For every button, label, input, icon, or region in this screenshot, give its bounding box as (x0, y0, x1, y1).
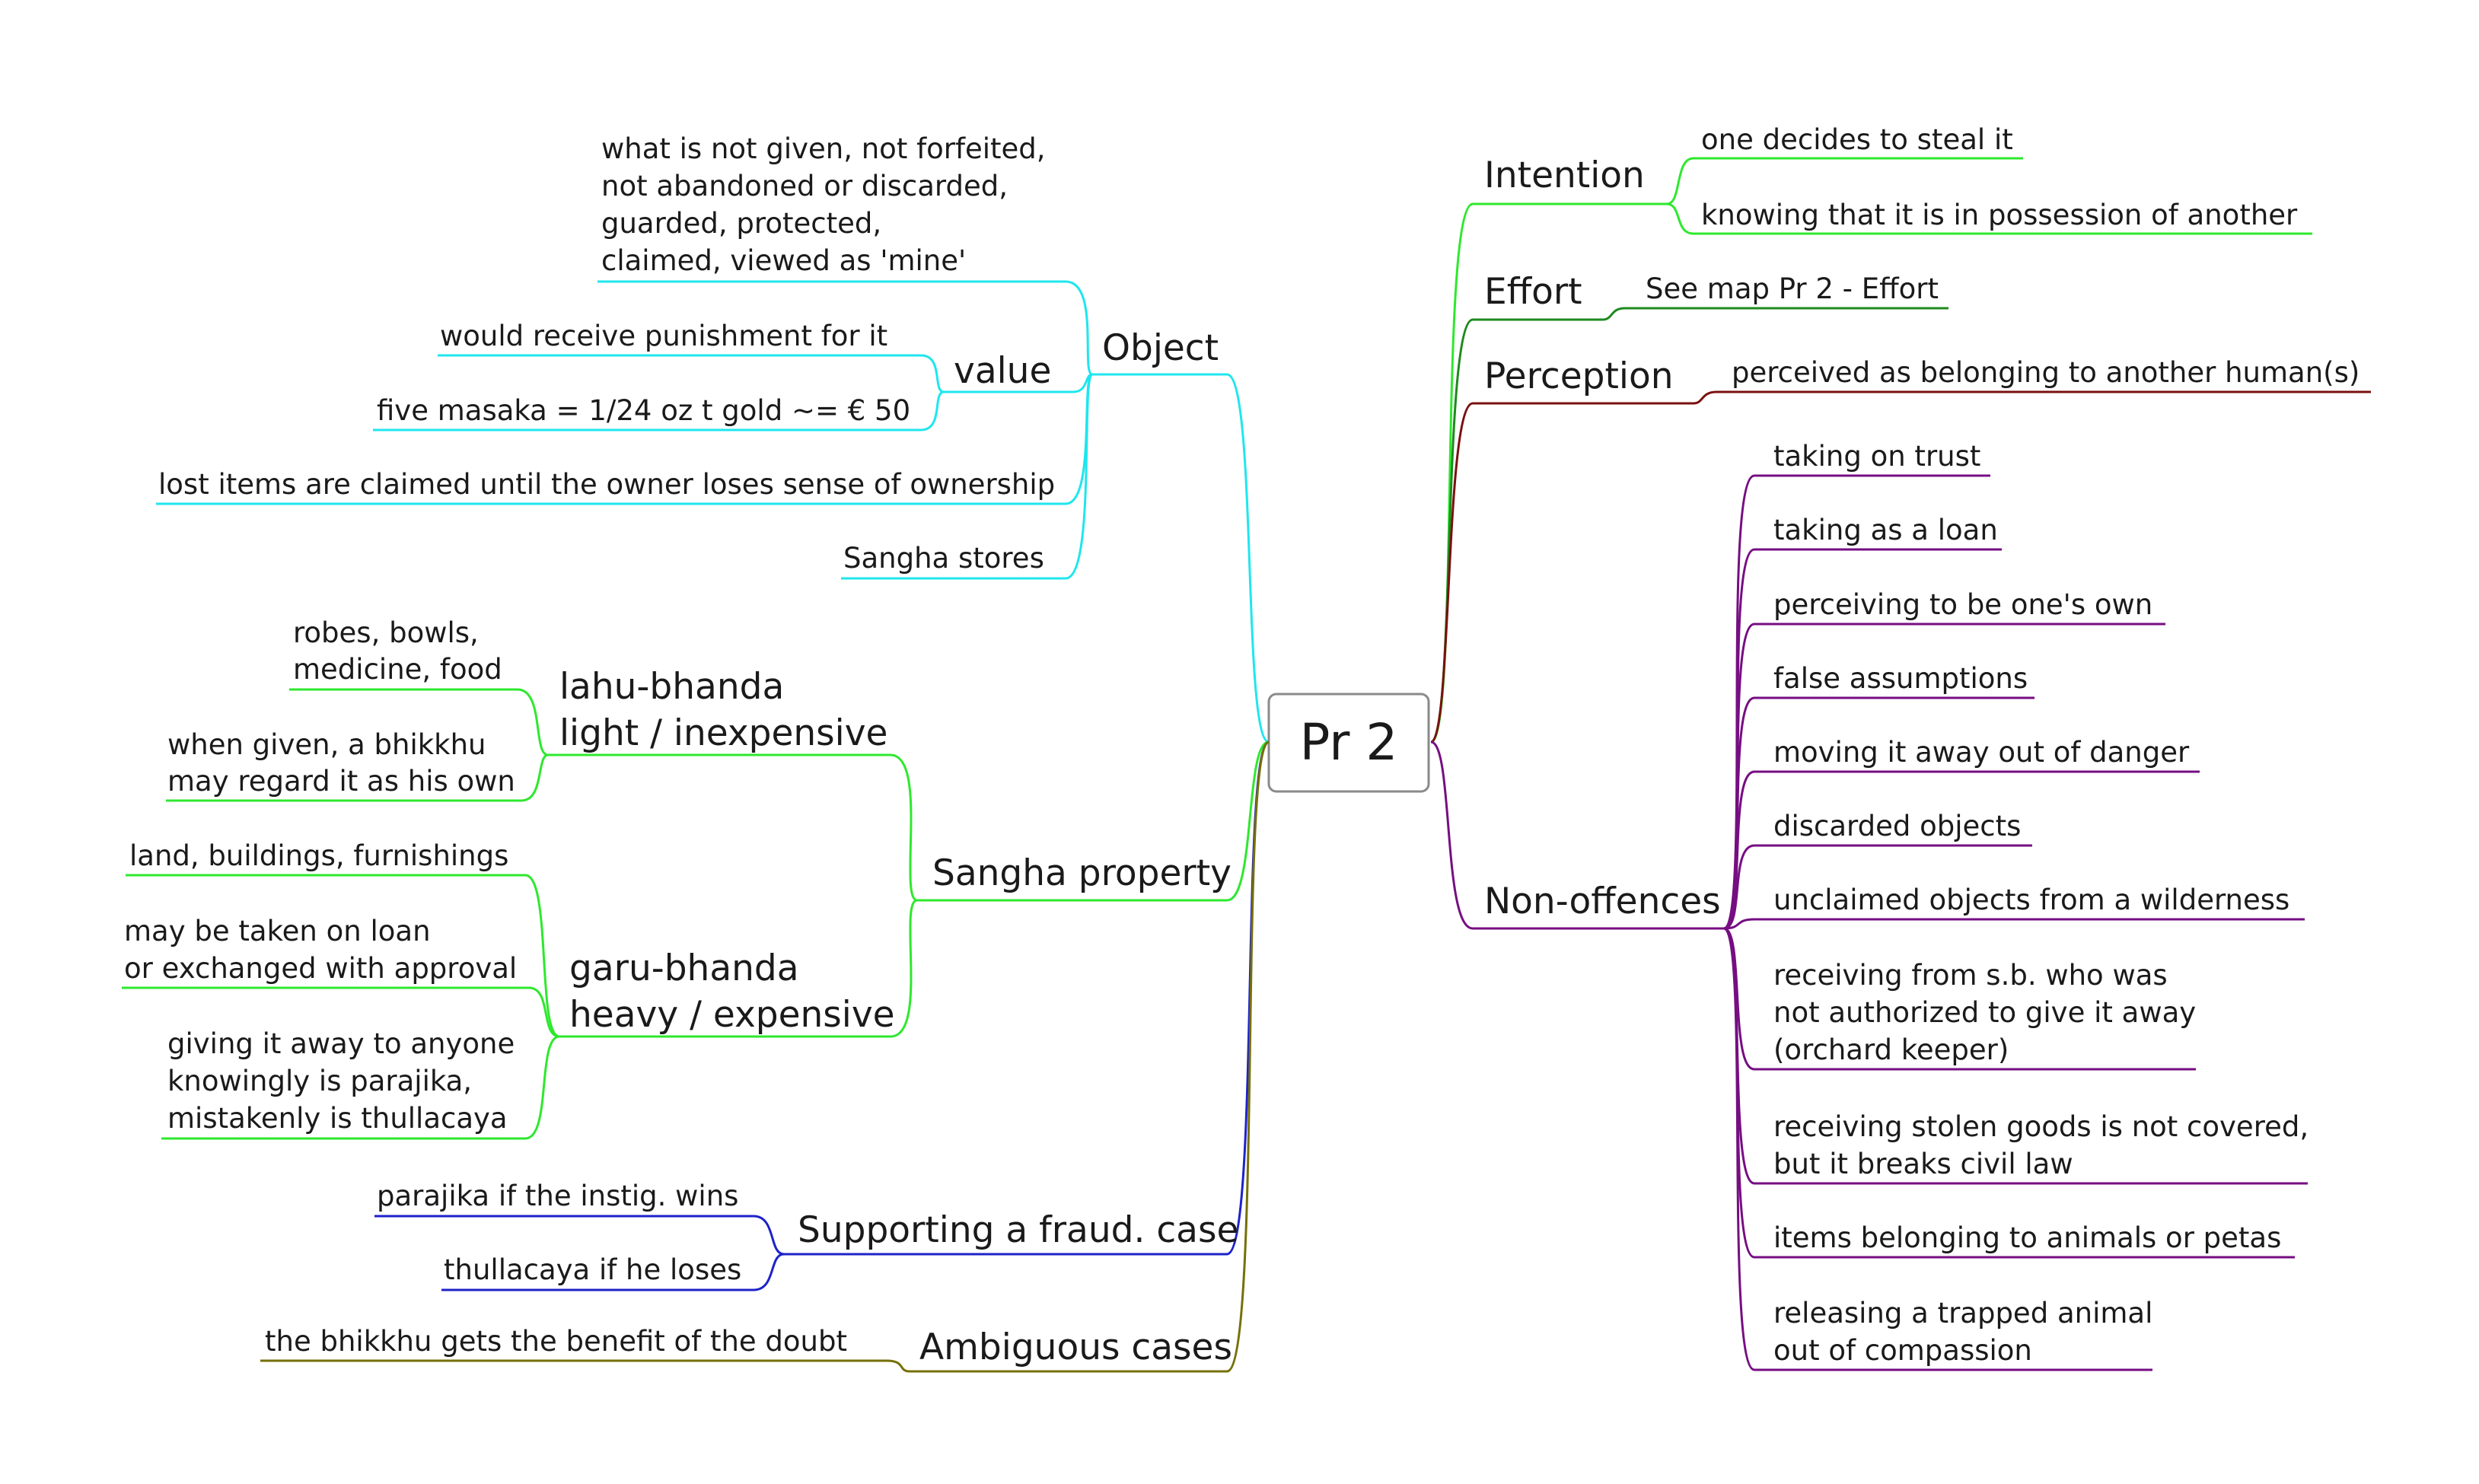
branch-ambiguous-cases-label: Ambiguous cases (919, 1326, 1232, 1368)
leaf-lahu-1[interactable]: robes, bowls, medicine, food (289, 616, 549, 756)
branch-perception-label: Perception (1484, 355, 1674, 397)
leaf-value-1[interactable]: would receive punishment for it (438, 320, 945, 393)
leaf-text: may be taken on loan (124, 915, 431, 947)
central-node[interactable]: Pr 2 (1267, 693, 1430, 793)
branch-object-label: Object (1102, 327, 1219, 369)
branch-label-line: heavy / expensive (569, 994, 895, 1036)
leaf-non-offence-3[interactable]: perceiving to be one's own (1723, 588, 2165, 930)
leaf-text: moving it away out of danger (1773, 736, 2190, 769)
leaf-text: guarded, protected, (601, 207, 881, 240)
leaf-text: lost items are claimed until the owner l… (158, 468, 1055, 501)
leaf-garu-1[interactable]: land, buildings, furnishings (126, 839, 560, 1038)
leaf-text: taking on trust (1773, 440, 1980, 473)
leaf-text: knowing that it is in possession of anot… (1701, 199, 2298, 231)
leaf-fraud-1[interactable]: parajika if the instig. wins (374, 1180, 785, 1256)
leaf-text: land, buildings, furnishings (129, 839, 508, 872)
leaf-non-offence-11[interactable]: releasing a trapped animal out of compas… (1723, 927, 2152, 1371)
leaf-text: when given, a bhikkhu (167, 728, 486, 761)
leaf-text: giving it away to anyone (167, 1027, 515, 1060)
leaf-text: taking as a loan (1773, 514, 1998, 546)
leaf-text: unclaimed objects from a wilderness (1773, 884, 2289, 916)
branch-value[interactable]: value (944, 350, 1093, 393)
leaf-text: receiving from s.b. who was (1773, 959, 2168, 992)
branch-intention[interactable]: Intention (1430, 154, 1667, 744)
leaf-text: five masaka = 1/24 oz t gold ~= € 50 (377, 394, 910, 427)
leaf-text: releasing a trapped animal (1773, 1297, 2152, 1330)
branch-sangha-property-label: Sangha property (932, 852, 1232, 894)
leaf-text: See map Pr 2 - Effort (1646, 272, 1939, 305)
leaf-text: false assumptions (1773, 662, 2028, 695)
leaf-value-2[interactable]: five masaka = 1/24 oz t gold ~= € 50 (373, 390, 945, 432)
leaf-non-offence-2[interactable]: taking as a loan (1723, 514, 2002, 930)
leaf-object-1[interactable]: what is not given, not forfeited, not ab… (597, 132, 1093, 376)
central-label: Pr 2 (1300, 713, 1398, 772)
branch-effort-label: Effort (1484, 271, 1582, 313)
branch-non-offences[interactable]: Non-offences (1430, 740, 1724, 930)
leaf-intention-1[interactable]: one decides to steal it (1666, 123, 2023, 205)
leaf-text: perceiving to be one's own (1773, 588, 2152, 621)
leaf-text: perceived as belonging to another human(… (1732, 356, 2360, 389)
leaf-text: discarded objects (1773, 810, 2021, 842)
leaf-text: not authorized to give it away (1773, 996, 2196, 1029)
leaf-text: (orchard keeper) (1773, 1033, 2009, 1066)
branch-garu-bhanda[interactable]: garu-bhanda heavy / expensive (559, 899, 918, 1038)
branch-non-offences-label: Non-offences (1484, 881, 1721, 922)
leaf-non-offence-7[interactable]: unclaimed objects from a wilderness (1723, 884, 2305, 930)
leaf-text: may regard it as his own (167, 765, 515, 798)
branch-fraud-case-label: Supporting a fraud. case (798, 1209, 1238, 1251)
branch-ambiguous-cases[interactable]: Ambiguous cases (910, 740, 1270, 1373)
leaf-intention-2[interactable]: knowing that it is in possession of anot… (1666, 199, 2312, 235)
leaf-text: medicine, food (293, 653, 502, 686)
branch-label-line: lahu-bhanda (559, 666, 784, 708)
branch-object[interactable]: Object (1092, 327, 1270, 744)
leaf-text: the bhikkhu gets the benefit of the doub… (265, 1325, 847, 1358)
leaf-text: items belonging to animals or petas (1773, 1221, 2281, 1254)
branch-label-line: light / inexpensive (559, 712, 887, 754)
leaf-text: but it breaks civil law (1773, 1148, 2073, 1180)
leaf-lahu-2[interactable]: when given, a bhikkhu may regard it as h… (166, 728, 549, 802)
leaf-text: receiving stolen goods is not covered, (1773, 1110, 2309, 1143)
leaf-fraud-2[interactable]: thullacaya if he loses (441, 1253, 785, 1291)
leaf-text: parajika if the instig. wins (377, 1180, 738, 1212)
branch-sangha-property[interactable]: Sangha property (917, 740, 1270, 902)
leaf-text: claimed, viewed as 'mine' (601, 244, 966, 277)
leaf-garu-2[interactable]: may be taken on loan or exchanged with a… (122, 915, 560, 1038)
branch-effort[interactable]: Effort (1430, 271, 1602, 744)
leaf-text: or exchanged with approval (124, 952, 517, 985)
leaf-perception-1[interactable]: perceived as belonging to another human(… (1693, 356, 2371, 405)
branch-label-line: garu-bhanda (569, 947, 799, 989)
leaf-non-offence-5[interactable]: moving it away out of danger (1723, 736, 2200, 930)
leaf-garu-3[interactable]: giving it away to anyone knowingly is pa… (161, 1027, 560, 1140)
leaf-text: mistakenly is thullacaya (167, 1102, 508, 1135)
leaf-text: thullacaya if he loses (444, 1253, 741, 1286)
leaf-text: robes, bowls, (293, 616, 479, 649)
branch-intention-label: Intention (1484, 154, 1645, 196)
leaf-text: not abandoned or discarded, (601, 170, 1008, 202)
leaf-text: would receive punishment for it (440, 320, 887, 352)
branch-perception[interactable]: Perception (1430, 355, 1694, 744)
leaf-text: what is not given, not forfeited, (601, 132, 1046, 165)
leaf-object-3[interactable]: Sangha stores (841, 373, 1094, 580)
branch-value-label: value (954, 350, 1051, 392)
leaf-text: one decides to steal it (1701, 123, 2013, 156)
leaf-text: Sangha stores (843, 542, 1044, 575)
branch-lahu-bhanda[interactable]: lahu-bhanda light / inexpensive (548, 666, 918, 902)
leaf-non-offence-8[interactable]: receiving from s.b. who was not authoriz… (1723, 927, 2196, 1071)
leaf-text: knowingly is parajika, (167, 1065, 472, 1097)
leaf-effort-1[interactable]: See map Pr 2 - Effort (1601, 272, 1948, 321)
leaf-ambiguous-1[interactable]: the bhikkhu gets the benefit of the doub… (260, 1325, 910, 1373)
leaf-non-offence-6[interactable]: discarded objects (1723, 810, 2032, 930)
leaf-text: out of compassion (1773, 1334, 2032, 1367)
